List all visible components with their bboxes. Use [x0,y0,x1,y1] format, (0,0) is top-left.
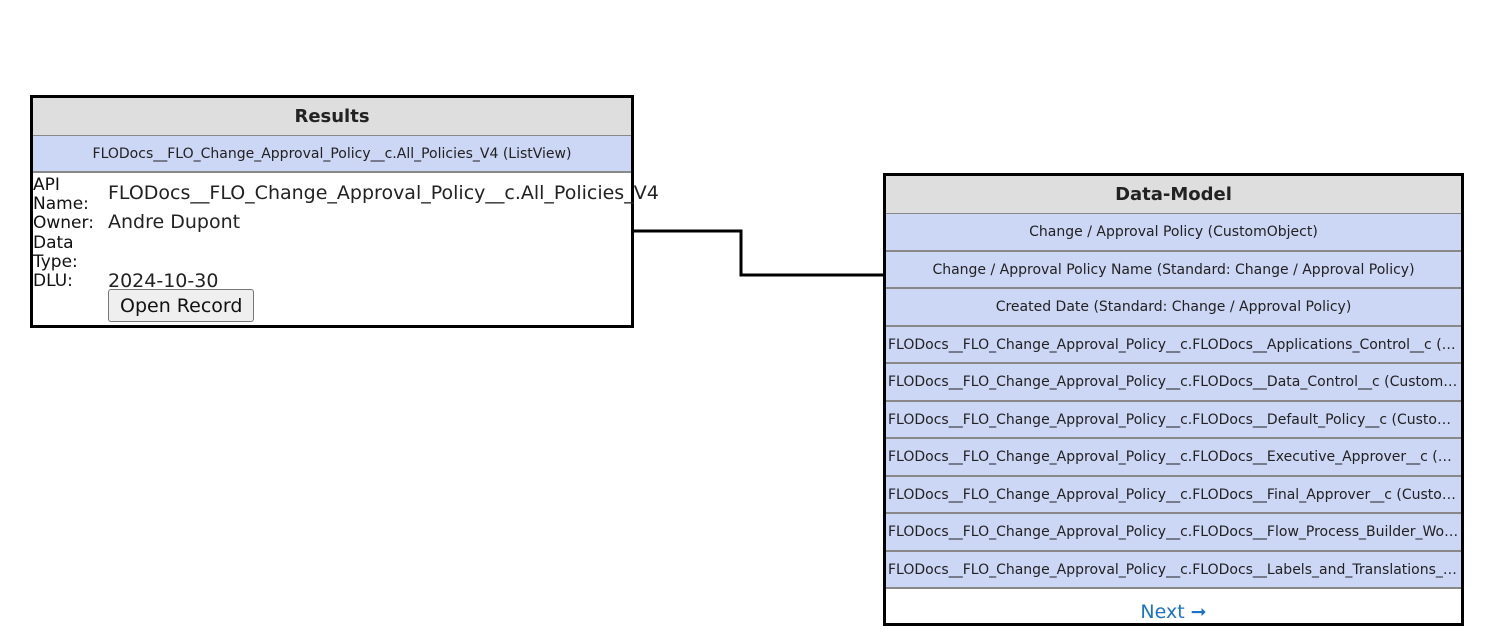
data-model-item[interactable]: Created Date (Standard: Change / Approva… [886,289,1461,327]
next-page-link[interactable]: Next ➞ [1140,601,1207,623]
data-model-item[interactable]: Change / Approval Policy Name (Standard:… [886,251,1461,289]
open-record-button[interactable]: Open Record [108,289,255,322]
data-model-item[interactable]: FLODocs__FLO_Change_Approval_Policy__c.F… [886,439,1461,477]
results-node: Results FLODocs__FLO_Change_Approval_Pol… [30,95,659,328]
owner-value: Andre Dupont [108,211,241,233]
results-item[interactable]: FLODocs__FLO_Change_Approval_Policy__c.A… [33,136,631,173]
data-model-item[interactable]: FLODocs__FLO_Change_Approval_Policy__c.F… [886,401,1461,439]
data-model-item[interactable]: FLODocs__FLO_Change_Approval_Policy__c.F… [886,364,1461,402]
data-type-label: Data Type: [33,233,78,272]
data-model-item[interactable]: FLODocs__FLO_Change_Approval_Policy__c.F… [886,551,1461,589]
data-model-item[interactable]: FLODocs__FLO_Change_Approval_Policy__c.F… [886,476,1461,514]
owner-label: Owner: [33,213,94,233]
data-model-item[interactable]: FLODocs__FLO_Change_Approval_Policy__c.F… [886,326,1461,364]
data-model-item[interactable]: Change / Approval Policy (CustomObject) [886,214,1461,252]
dlu-label: DLU: [33,271,73,291]
data-model-item[interactable]: FLODocs__FLO_Change_Approval_Policy__c.F… [886,514,1461,552]
api-name-value: FLODocs__FLO_Change_Approval_Policy__c.A… [108,182,659,204]
results-title: Results [33,98,631,136]
dlu-value: 2024-10-30 [108,270,219,292]
data-model-title: Data-Model [886,176,1461,214]
record-properties: API Name: FLODocs__FLO_Change_Approval_P… [33,173,659,326]
data-model-node: Data-Model Change / Approval Policy (Cus… [883,173,1464,626]
api-name-label: API Name: [33,175,89,214]
